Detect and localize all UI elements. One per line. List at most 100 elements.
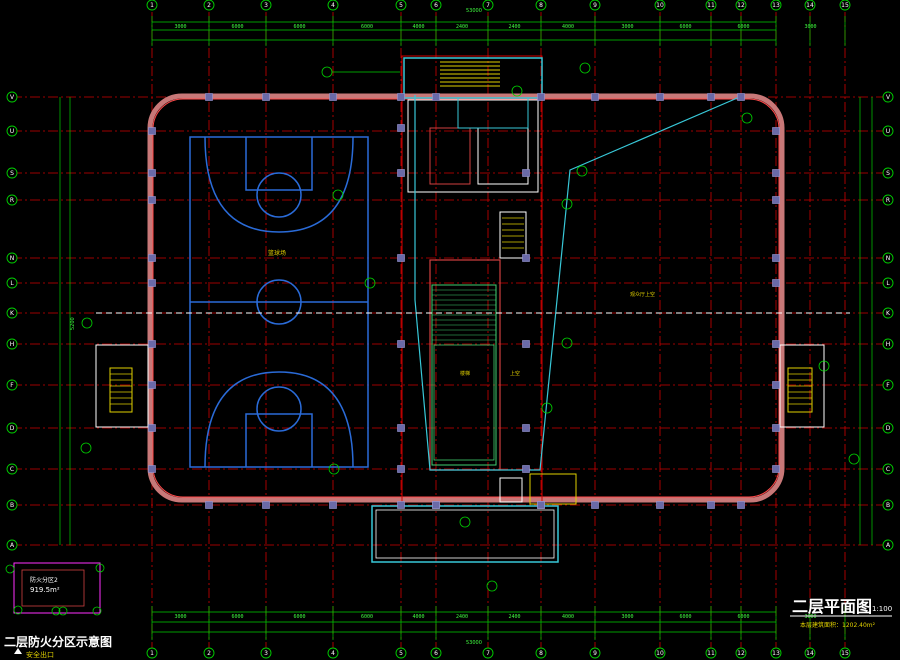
top-dim-label: 2400 — [509, 24, 521, 30]
col-bubble-14 — [804, 647, 816, 659]
col-bubble-label: 12 — [737, 2, 745, 9]
row-bubble-label: R — [10, 197, 14, 204]
row-bubble-U — [6, 125, 18, 137]
bottom-dim-label: 3000 — [805, 614, 817, 620]
top-dim-label: 3000 — [175, 24, 187, 30]
col-bubble-label: 1 — [150, 2, 154, 9]
stair-label: 楼梯 — [460, 370, 470, 377]
row-bubble-label: L — [10, 280, 14, 287]
structural-column — [772, 465, 780, 473]
top-dim-label: 6000 — [680, 24, 692, 30]
col-bubble-label: 14 — [806, 2, 814, 9]
col-bubble-label: 15 — [841, 650, 849, 657]
col-bubble-label: 2 — [207, 650, 211, 657]
col-bubble-label: 9 — [593, 650, 597, 657]
col-bubble-12 — [735, 647, 747, 659]
row-bubble-label: L — [886, 280, 890, 287]
free-throw-circle-bottom — [256, 386, 302, 432]
washroom — [457, 97, 529, 129]
col-bubble-11 — [705, 647, 717, 659]
col-bubble-8 — [535, 0, 547, 11]
exit-arrow-icon — [14, 648, 22, 654]
toilet-block — [407, 99, 539, 193]
col-bubble-label: 14 — [806, 650, 814, 657]
row-bubble-label: B — [886, 502, 890, 509]
structural-column — [537, 93, 545, 101]
col-bubble-10 — [654, 647, 666, 659]
basketball-court: 篮球场 — [189, 136, 369, 468]
col-bubble-2 — [203, 647, 215, 659]
row-bubble-label: D — [10, 425, 15, 432]
exterior-wall-inner-line — [152, 98, 780, 498]
structural-column — [537, 501, 545, 509]
row-bubble-label: C — [886, 466, 890, 473]
structural-column — [772, 169, 780, 177]
center-line: 5200 — [70, 312, 850, 330]
row-bubble-B — [882, 499, 894, 511]
title-block: 二层平面图 1:100 本层建筑面积：1202.40m² — [790, 597, 892, 629]
structural-column — [772, 254, 780, 262]
col-bubble-label: 3 — [264, 2, 268, 9]
structural-column — [148, 279, 156, 287]
col-bubble-label: 7 — [486, 2, 490, 9]
structural-column — [148, 127, 156, 135]
row-bubble-R — [882, 194, 894, 206]
col-bubble-3 — [260, 647, 272, 659]
col-bubble-5 — [395, 647, 407, 659]
col-bubble-1 — [146, 647, 158, 659]
col-bubble-label: 13 — [772, 650, 780, 657]
structural-column — [772, 279, 780, 287]
row-bubble-label: B — [10, 502, 14, 509]
col-bubble-12 — [735, 0, 747, 11]
row-bubble-S — [6, 167, 18, 179]
structural-column — [329, 501, 337, 509]
court-label: 篮球场 — [268, 249, 286, 257]
col-bubble-13 — [770, 647, 782, 659]
structural-column — [148, 340, 156, 348]
structural-column — [772, 381, 780, 389]
row-bubble-label: N — [886, 255, 891, 262]
row-bubble-K — [6, 307, 18, 319]
row-bubble-L — [6, 277, 18, 289]
void-label: 上空 — [510, 370, 520, 377]
structural-column — [397, 254, 405, 262]
center-line-label: 5200 — [70, 317, 76, 330]
structural-column — [397, 169, 405, 177]
row-bubble-D — [882, 422, 894, 434]
drawing-scale: 1:100 — [872, 605, 892, 613]
structural-column — [329, 93, 337, 101]
row-bubble-label: U — [886, 128, 890, 135]
structural-column — [522, 465, 530, 473]
annotation-callouts — [80, 62, 860, 592]
col-bubble-13 — [770, 0, 782, 11]
col-bubble-4 — [327, 0, 339, 11]
col-bubble-label: 1 — [150, 650, 154, 657]
bottom-overall-dim: 53000 — [466, 640, 482, 646]
row-bubble-V — [882, 91, 894, 103]
row-bubble-label: H — [886, 341, 891, 348]
entrance-block — [371, 473, 577, 563]
structural-column — [737, 93, 745, 101]
row-bubble-label: S — [10, 170, 14, 177]
col-bubble-7 — [482, 647, 494, 659]
structural-column — [772, 127, 780, 135]
row-bubble-A — [6, 539, 18, 551]
small-stair — [499, 211, 527, 259]
structural-column — [397, 501, 405, 509]
col-bubble-15 — [839, 647, 851, 659]
building-outline — [147, 93, 785, 503]
top-dim-label: 6000 — [294, 24, 306, 30]
right-stair — [779, 344, 825, 428]
col-bubble-10 — [654, 0, 666, 11]
col-bubble-3 — [260, 0, 272, 11]
row-bubble-A — [882, 539, 894, 551]
col-bubble-label: 12 — [737, 650, 745, 657]
col-bubble-label: 7 — [486, 650, 490, 657]
structural-column — [522, 169, 530, 177]
col-bubble-label: 10 — [656, 2, 664, 9]
stair-landing — [433, 344, 495, 461]
structural-column — [397, 424, 405, 432]
structural-column — [148, 381, 156, 389]
three-point-arc-bottom — [204, 371, 354, 468]
col-bubble-label: 8 — [539, 650, 543, 657]
